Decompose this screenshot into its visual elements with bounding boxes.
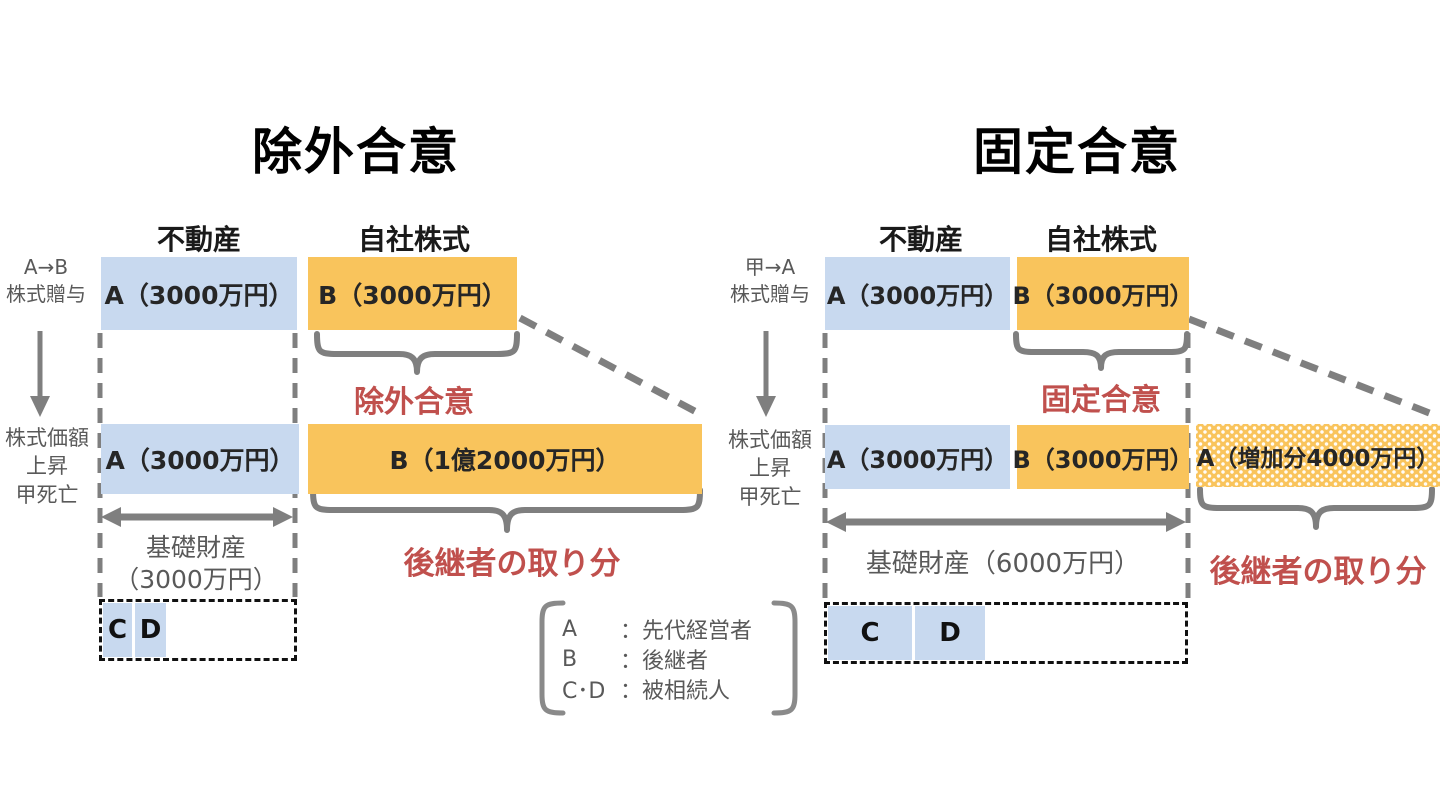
left-panel-title: 除外合意: [252, 123, 460, 181]
left-event-death-line1: 株式価額: [5, 426, 89, 450]
right-event-gift-line1: 甲→A: [744, 255, 796, 279]
right-down-arrow-head-icon: [756, 396, 776, 417]
legend-left-bracket: [539, 600, 566, 716]
left-base-property-label: 基礎財産 （3000万円）: [114, 532, 278, 596]
left-base-span-arrow-left-head-icon: [101, 507, 121, 527]
right-row2-box-a: A（3000万円）: [825, 425, 1010, 489]
left-event-gift-line1: A→B: [23, 255, 69, 279]
right-base-property-label: 基礎財産（6000万円）: [865, 549, 1141, 579]
right-successor-brace: [1197, 486, 1435, 530]
left-base-property-line2: （3000万円）: [114, 565, 278, 594]
legend-value-b: ：後継者: [620, 649, 709, 674]
left-heirs-dashed-box: [99, 599, 297, 661]
legend-key-b: B: [562, 646, 578, 672]
left-base-property-line1: 基礎財産: [145, 533, 246, 562]
left-down-arrow-head-icon: [30, 396, 50, 417]
legend-value-a: ：先代経営者: [620, 619, 753, 644]
legend-row-b: B ：後継者: [562, 644, 752, 675]
left-base-span-arrow-right-head-icon: [273, 507, 293, 527]
left-event-death-line2: 上昇: [26, 454, 68, 479]
left-heir-c-cell: C: [103, 603, 132, 657]
right-event-death-line3: 甲死亡: [738, 484, 802, 509]
right-event-death-label: 株式価額 上昇 甲死亡: [728, 426, 812, 511]
left-event-death-label: 株式価額 上昇 甲死亡: [5, 424, 89, 509]
left-agreement-brace: [314, 331, 520, 375]
right-event-gift-label: 甲→A 株式贈与: [730, 254, 810, 308]
right-col-header-real-estate: 不動産: [878, 223, 964, 256]
right-panel-title: 固定合意: [973, 123, 1181, 181]
legend-right-bracket: [771, 600, 798, 716]
left-row2-box-b: B（1億2000万円）: [308, 424, 702, 494]
right-base-span-arrow-left-head-icon: [826, 512, 846, 532]
left-heir-d-cell: D: [135, 603, 166, 657]
right-row2-box-increase: A（増加分4000万円）: [1196, 424, 1440, 487]
legend: A ：先代経営者 B ：後継者 C･D ：被相続人: [562, 614, 753, 705]
right-col-header-company-shares: 自社株式: [1044, 223, 1158, 256]
right-agreement-brace: [1013, 331, 1190, 371]
right-base-span-arrow-right-head-icon: [1166, 512, 1186, 532]
right-agreement-label: 固定合意: [1041, 383, 1161, 418]
legend-key-a: A: [562, 616, 578, 642]
right-event-gift-line2: 株式贈与: [730, 282, 810, 306]
legend-value-cd: ：被相続人: [620, 679, 731, 704]
left-event-gift-label: A→B 株式贈与: [6, 254, 86, 308]
right-growth-diagonal-dashed-line: [1187, 315, 1439, 420]
left-event-death-line3: 甲死亡: [15, 482, 79, 507]
left-col-header-company-shares: 自社株式: [357, 223, 471, 256]
legend-row-a: A ：先代経営者: [562, 614, 753, 645]
left-event-gift-line2: 株式贈与: [6, 282, 86, 306]
left-col-header-real-estate: 不動産: [156, 223, 242, 256]
left-successor-share-label: 後継者の取り分: [403, 546, 621, 582]
left-row1-box-a: A（3000万円）: [101, 257, 297, 330]
right-successor-share-label: 後継者の取り分: [1209, 554, 1427, 590]
left-successor-brace: [310, 487, 703, 533]
legend-row-cd: C･D ：被相続人: [562, 674, 752, 704]
right-event-death-line2: 上昇: [749, 456, 791, 481]
left-growth-diagonal-dashed-line: [518, 314, 704, 419]
right-heir-c-cell: C: [828, 606, 912, 660]
right-row2-box-b: B（3000万円）: [1012, 425, 1194, 489]
legend-key-cd: C･D: [562, 679, 606, 704]
left-agreement-label: 除外合意: [354, 385, 474, 420]
right-row1-box-b: B（3000万円）: [1012, 257, 1194, 330]
right-row1-box-a: A（3000万円）: [825, 257, 1010, 330]
right-heir-d-cell: D: [915, 606, 985, 660]
left-row2-box-a: A（3000万円）: [101, 424, 299, 494]
left-row1-box-b: B（3000万円）: [308, 257, 517, 330]
right-event-death-line1: 株式価額: [728, 428, 812, 452]
